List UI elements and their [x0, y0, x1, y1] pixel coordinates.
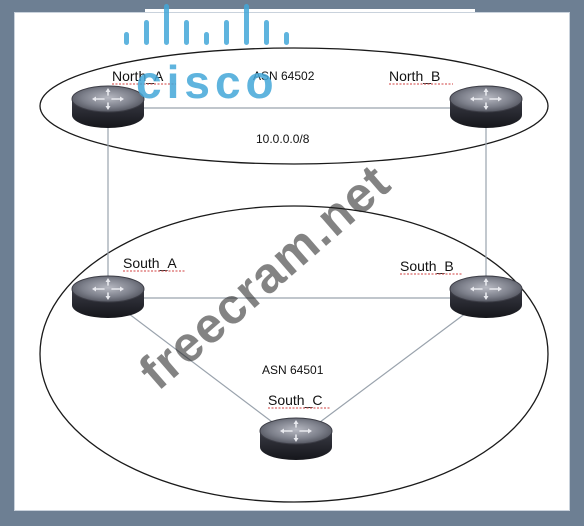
link-south-b-south-c [295, 297, 487, 441]
router-label-south-c: South_C [268, 392, 322, 408]
router-icon [259, 417, 333, 461]
router-label-south-a: South_A [123, 255, 177, 271]
cisco-logo: cisco [124, 4, 289, 108]
link-south-a-south-c [107, 297, 297, 441]
router-label-north-b: North_B [389, 68, 440, 84]
south-area-ellipse [39, 205, 549, 503]
router-icon [71, 275, 145, 319]
svg-text:cisco: cisco [136, 56, 279, 108]
north-network-label: 10.0.0.0/8 [256, 132, 310, 146]
north-area-ellipse [39, 47, 549, 165]
router-icon [449, 275, 523, 319]
north-asn-label: ASN 64502 [253, 69, 315, 83]
top-strip [145, 9, 475, 14]
router-icon [449, 85, 523, 129]
south-asn-label: ASN 64501 [262, 363, 324, 377]
router-label-north-a: North_A [112, 68, 164, 84]
router-icon [71, 85, 145, 129]
links [107, 107, 487, 441]
router-label-south-b: South_B [400, 258, 454, 274]
